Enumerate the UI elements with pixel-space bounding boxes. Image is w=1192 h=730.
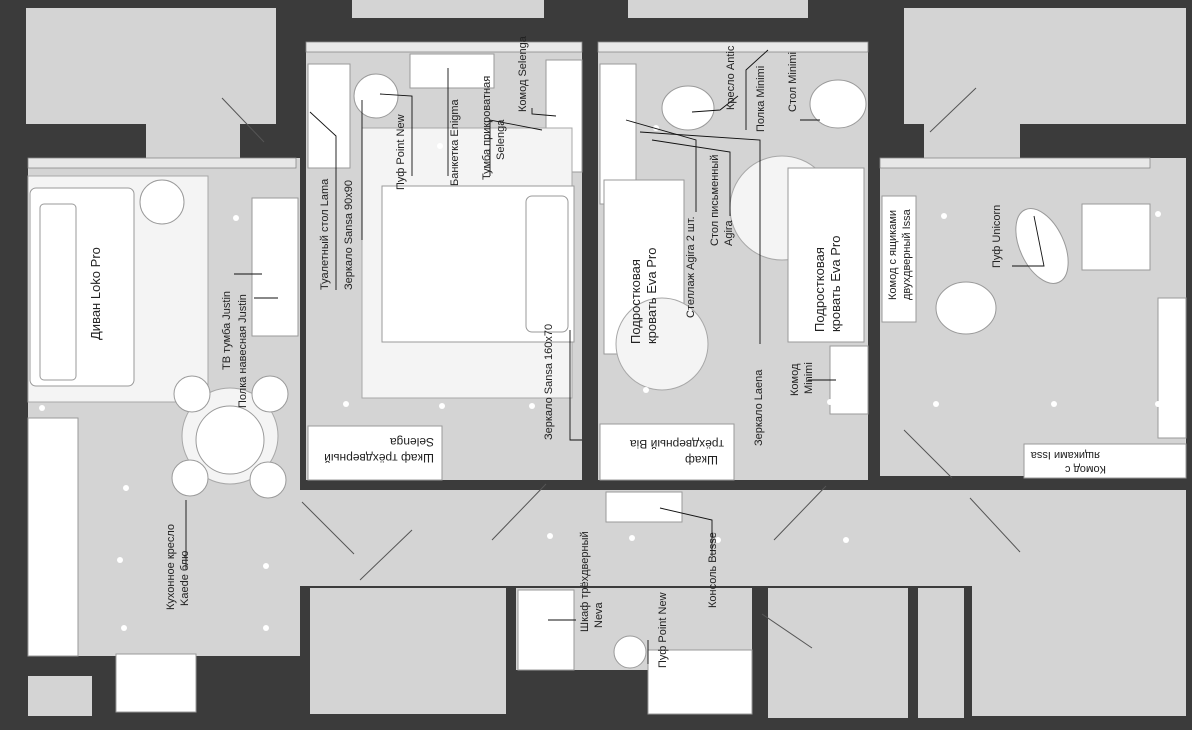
label-mirror-sansa-90: Зеркало Sansa 90х90 [343,180,355,290]
dresser-issa-horizontal [1023,443,1187,479]
label-wardrobe-neva-brand: Neva [593,601,605,628]
door-storage [969,497,1021,553]
label-wardrobe-bia-brand: трёхдверный Bia [630,437,724,451]
pouf-point-new-hall [613,635,647,669]
console-busse [605,491,683,523]
label-pouf-point-new: Пуф Point New [395,114,407,190]
label-pouf-point-new-hall: Пуф Point New [657,592,669,668]
label-dresser-minimi-brand: Minimi [803,362,815,394]
door-bathroom [359,529,413,581]
curtain-kids [597,41,869,53]
label-teen-bed-2b: кровать Eva Pro [828,236,843,332]
dresser-issa-vertical [881,195,917,323]
label-dressing-table: Туалетный стол Lama [319,178,331,290]
label-teen-bed-2: Подростковая [812,247,827,332]
door-kids [773,485,827,541]
desk-minimi [809,79,867,129]
dresser-minimi [829,345,869,415]
door-balcony-right [929,87,977,133]
label-chair-antic: Кресло Antic [725,45,737,110]
bench-enigma [409,53,495,89]
label-shelf-minimi: Полка Minimi [755,66,767,132]
label-dresser-issa-v: Комод с ящиками [887,210,899,300]
teen-bed-2 [787,167,865,343]
label-wardrobe-neva: Шкаф трёхдверный [579,531,591,632]
wardrobe-selenga [307,425,443,481]
label-wall-shelf: Полка навесная Justin [237,294,249,408]
kitchen-chair-4 [249,461,287,499]
balcony-right [904,8,1186,124]
label-rack-agira: Стеллаж Agira 2 шт. [685,216,697,318]
curtain-living [27,157,297,169]
chair-antic [661,85,715,131]
label-teen-bed-1: Подростковая [628,259,643,344]
label-dresser-minimi: Комод [789,363,801,396]
wardrobe-bia [599,423,735,481]
storage-3 [972,490,1186,716]
cloud-rug [935,281,997,335]
label-sofa: Диван Loko Pro [88,247,103,340]
label-console-busse: Консоль Busse [707,532,719,608]
door-right-room [903,429,953,479]
wardrobe-neva [517,589,575,671]
balcony-left [26,8,276,124]
label-tv-stand: ТВ тумба Justin [221,291,233,370]
label-pouf-unicorn: Пуф Unicorn [991,205,1003,268]
door-living [301,501,355,555]
tv-stand [251,197,299,337]
balcony-left-door [146,124,240,158]
window-top-left [352,0,544,18]
label-bedside-selenga: Тумба прикроватная [481,76,493,180]
door-balcony-left [221,97,265,143]
label-dresser-issa-h: Комод с [1065,463,1106,475]
label-bench-enigma: Банкетка Enigma [449,98,461,186]
label-mirror-sansa-160: Зеркало Sansa 160х70 [543,324,555,440]
entry-cabinet [647,649,753,715]
storage-2 [918,588,964,718]
armchair [1081,203,1151,271]
leader-lines [185,49,1045,664]
dining-table [195,405,265,475]
curtain-right [879,157,1151,169]
kitchen-chair-3 [171,459,209,497]
door-bedroom [491,483,547,541]
window-top-right [628,0,808,18]
label-mirror-laena: Зеркало Laena [753,369,765,446]
kitchen-counter [27,417,79,657]
window-right [1157,297,1187,439]
bathroom [310,588,506,714]
kids-rug-1 [615,297,709,391]
pouf-point-new [353,73,399,119]
label-desk-agira-brand: Agira [723,219,735,246]
storage-1 [768,588,908,718]
label-wardrobe-selenga-brand: Selenga [390,435,434,449]
curtain-bedroom [305,41,583,53]
label-dresser-issa-h-brand: ящиками Issa [1030,449,1100,461]
balcony-right-door [924,124,1020,158]
fridge-unit [115,653,197,713]
label-kitchen-chair-brand: Kaede блю [179,551,191,606]
sofa-cushion [39,203,77,381]
bed-pillows [525,195,569,333]
label-kitchen-chair: Кухонное кресло [165,524,177,610]
ceiling-lights [39,125,1161,631]
label-desk-agira: Стол письменный [709,155,721,246]
label-dresser-selenga: Комод Selenga [517,35,529,112]
niche [28,676,92,716]
dressing-table [307,63,351,169]
kitchen-chair-1 [173,375,211,413]
side-table [139,179,185,225]
label-desk-minimi: Стол Minimi [787,52,799,112]
kitchen-chair-2 [251,375,289,413]
label-teen-bed-1b: кровать Eva Pro [644,248,659,344]
label-wardrobe-selenga: Шкаф трёхдверный [324,451,434,465]
label-dresser-issa-v-brand: двухдверный Issa [901,208,913,300]
door-storage-1 [761,613,813,649]
label-bedside-selenga-brand: Selenga [495,119,507,160]
pouf-unicorn [1015,208,1069,284]
label-wardrobe-bia: Шкаф [685,453,718,467]
